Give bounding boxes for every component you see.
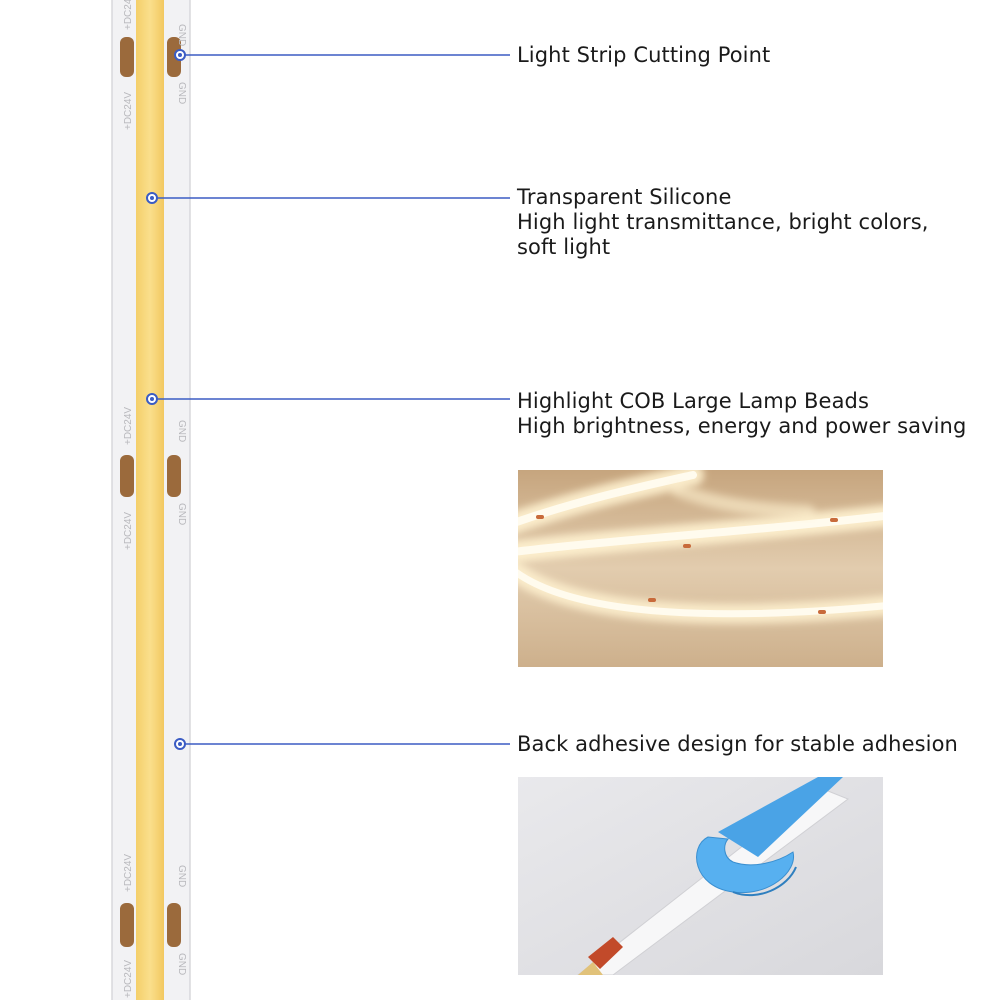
callout-lamp-beads: Highlight COB Large Lamp Beads High brig… <box>517 389 966 439</box>
callout-desc: High brightness, energy and power saving <box>517 414 967 438</box>
plus-marking: +DC24V <box>123 92 134 130</box>
glowing-led-strip-photo <box>518 470 883 667</box>
callout-title: Light Strip Cutting Point <box>517 43 771 67</box>
copper-pad-plus <box>120 903 134 947</box>
gnd-marking: GND <box>176 82 187 104</box>
adhesive-backing-photo <box>518 777 883 975</box>
silicone-cob-line <box>136 0 164 1000</box>
callout-silicone: Transparent Silicone High light transmit… <box>517 185 929 260</box>
callout-title: Highlight COB Large Lamp Beads <box>517 389 870 413</box>
callout-cutting-point: Light Strip Cutting Point <box>517 43 770 68</box>
plus-marking: +DC24V <box>123 854 134 892</box>
cut-point-3 <box>120 903 181 947</box>
copper-pad-gnd <box>167 455 181 497</box>
cut-point-2 <box>120 455 181 497</box>
gnd-marking: GND <box>176 865 187 887</box>
copper-pad-gnd <box>167 903 181 947</box>
copper-pad-plus <box>120 37 134 77</box>
callout-title: Transparent Silicone <box>517 185 732 209</box>
plus-marking: +DC24V <box>123 512 134 550</box>
gnd-marking: GND <box>176 503 187 525</box>
led-strip-illustration: +DC24V GND +DC24V GND +DC24V GND +DC24V … <box>111 0 191 1000</box>
copper-pad-plus <box>120 455 134 497</box>
callout-title: Back adhesive design for stable adhesion <box>517 732 958 756</box>
plus-marking: +DC24V <box>123 960 134 998</box>
gnd-marking: GND <box>176 420 187 442</box>
callout-desc: High light transmittance, bright colors, <box>517 210 929 234</box>
callout-adhesive: Back adhesive design for stable adhesion <box>517 732 958 757</box>
gnd-marking: GND <box>176 953 187 975</box>
plus-marking: +DC24V <box>123 0 134 30</box>
callout-desc: soft light <box>517 235 611 259</box>
gnd-marking: GND <box>176 24 187 46</box>
plus-marking: +DC24V <box>123 407 134 445</box>
